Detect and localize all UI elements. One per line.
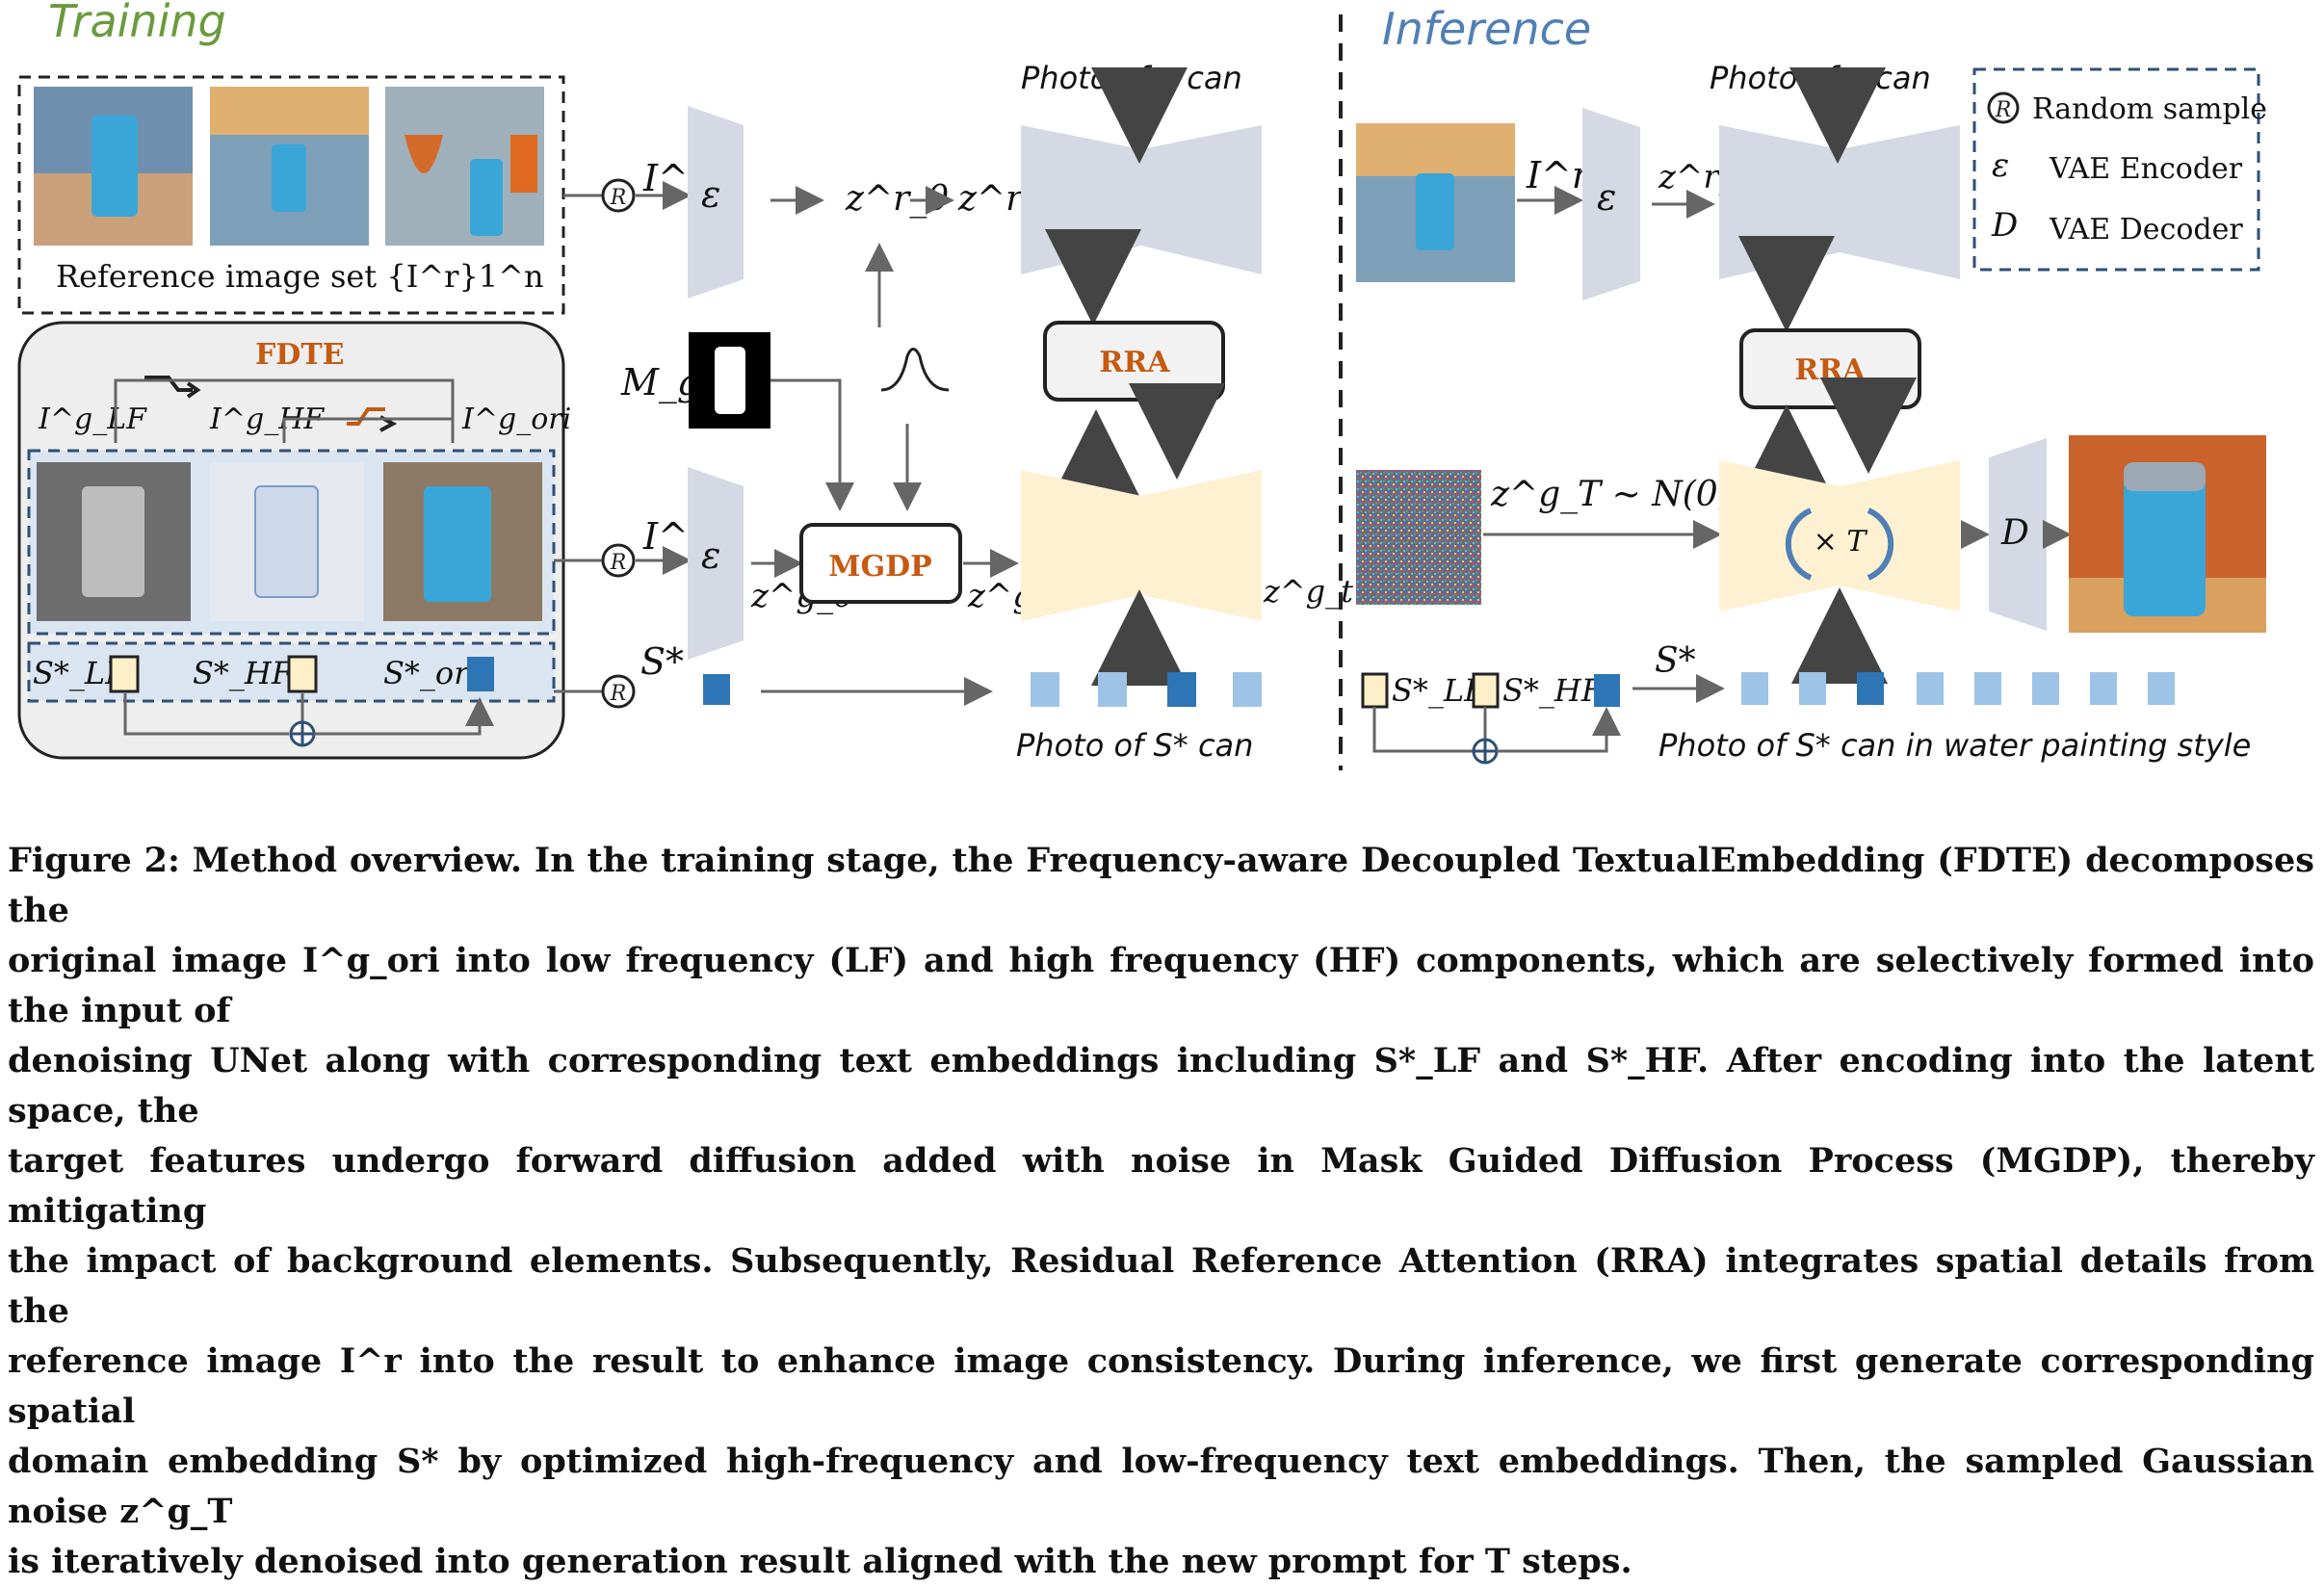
low-pass-filter-icon bbox=[144, 376, 201, 399]
i-ori-label: I^g_ori bbox=[461, 403, 571, 436]
training-photo-bottom: Photo of S* can bbox=[1016, 727, 1253, 764]
inference-vae-encoder bbox=[1582, 108, 1640, 300]
caption-line-6: reference image I^r into the result to e… bbox=[8, 1341, 2314, 1431]
encoder-symbol-gen: ε bbox=[701, 534, 720, 577]
mgdp-label: MGDP bbox=[828, 550, 931, 584]
svg-text:R: R bbox=[610, 186, 627, 210]
inference-reference-image bbox=[1356, 123, 1515, 282]
fdte-connector-top bbox=[114, 378, 455, 443]
high-frequency-image bbox=[210, 462, 364, 621]
s-lf-token bbox=[109, 655, 140, 693]
reference-image-set-label: Reference image set {I^r}1^n bbox=[56, 258, 544, 295]
training-token-1 bbox=[1031, 672, 1059, 707]
loop-icon bbox=[1785, 507, 1894, 581]
legend-decoder-icon: D bbox=[1991, 206, 2018, 245]
inference-s-lf-label: S*_LF bbox=[1392, 672, 1487, 709]
inference-photo-top: Photo of a can bbox=[1710, 60, 1931, 96]
caption-line-7: domain embedding S* by optimized high-fr… bbox=[8, 1442, 2314, 1531]
i-lf-label: I^g_LF bbox=[38, 403, 147, 436]
inference-token-1 bbox=[1741, 672, 1768, 705]
svg-text:R: R bbox=[610, 682, 627, 706]
inference-s-star-label: S* bbox=[1655, 641, 1696, 681]
inference-token-5 bbox=[1974, 672, 2001, 705]
caption-line-4: target features undergo forward diffusio… bbox=[8, 1141, 2314, 1231]
reference-image-1 bbox=[34, 87, 193, 246]
legend-random-label: Random sample bbox=[2032, 92, 2267, 126]
reference-image-2 bbox=[210, 87, 369, 246]
inference-title: Inference bbox=[1382, 3, 1591, 55]
gaussian-noise-image bbox=[1356, 470, 1481, 605]
inference-s-lf-token bbox=[1361, 672, 1389, 709]
encoder-symbol-ref: ε bbox=[701, 173, 720, 216]
gaussian-noise-icon bbox=[880, 348, 950, 392]
vae-encoder-ref bbox=[688, 106, 744, 299]
training-token-3 bbox=[1167, 672, 1196, 707]
legend-box bbox=[1972, 67, 2260, 272]
inference-token-3 bbox=[1857, 672, 1884, 705]
mgdp-box bbox=[799, 523, 962, 604]
caption-line-2: original image I^g_ori into low frequenc… bbox=[8, 941, 2314, 1030]
low-frequency-image bbox=[37, 462, 191, 621]
mask-label: M_g bbox=[620, 361, 700, 404]
training-title: Training bbox=[48, 0, 226, 47]
s-hf-label: S*_HF bbox=[193, 655, 295, 691]
training-photo-top: Photo of a can bbox=[1021, 60, 1242, 96]
random-sample-icon-gen: R bbox=[601, 543, 636, 578]
s-hf-token bbox=[287, 655, 318, 693]
legend-encoder-icon: ε bbox=[1992, 146, 2009, 185]
mask-image bbox=[689, 332, 770, 429]
caption-line-3: denoising UNet along with corresponding … bbox=[8, 1041, 2314, 1131]
inference-photo-bottom: Photo of S* can in water painting style bbox=[1658, 727, 2251, 764]
inference-ir-label: I^r bbox=[1526, 154, 1592, 196]
inference-encoder-symbol: ε bbox=[1597, 176, 1616, 219]
original-image bbox=[383, 462, 542, 621]
training-token-4 bbox=[1233, 672, 1262, 707]
vae-decoder bbox=[1989, 438, 2047, 631]
caption-line-1: Figure 2: Method overview. In the traini… bbox=[8, 841, 2314, 930]
training-token-2 bbox=[1098, 672, 1127, 707]
caption-line-5: the impact of background elements. Subse… bbox=[8, 1241, 2314, 1331]
inference-sum-icon bbox=[1472, 738, 1499, 765]
inference-rra-label: RRA bbox=[1794, 353, 1866, 387]
fdte-connector-mid bbox=[282, 417, 453, 443]
random-sample-icon-s: R bbox=[601, 674, 636, 709]
inference-s-hf-token bbox=[1472, 672, 1500, 709]
times-t-label: × T bbox=[1814, 525, 1868, 559]
reference-image-3 bbox=[385, 87, 544, 246]
svg-text:R: R bbox=[610, 551, 627, 575]
inference-unet-gen bbox=[1719, 460, 1960, 611]
training-unet-gen bbox=[1021, 470, 1262, 621]
inference-token-4 bbox=[1917, 672, 1944, 705]
legend-encoder-label: VAE Encoder bbox=[2049, 152, 2243, 186]
s-ori-label: S*_ori bbox=[383, 655, 479, 691]
fdte-label: FDTE bbox=[255, 338, 345, 372]
figure-caption: Figure 2: Method overview. In the traini… bbox=[8, 836, 2314, 1587]
inference-token-7 bbox=[2090, 672, 2117, 705]
random-sample-icon-ref: R bbox=[601, 178, 636, 213]
inference-token-2 bbox=[1799, 672, 1826, 705]
vae-encoder-gen bbox=[688, 467, 744, 660]
training-unet-ref bbox=[1021, 125, 1262, 274]
training-s-star-token bbox=[703, 674, 730, 705]
sum-icon bbox=[289, 720, 316, 747]
inference-s-star-token-src bbox=[1594, 674, 1620, 707]
training-rra-label: RRA bbox=[1099, 346, 1170, 379]
inference-token-6 bbox=[2032, 672, 2059, 705]
inference-s-hf-label: S*_HF bbox=[1502, 672, 1605, 709]
inference-unet-ref bbox=[1719, 125, 1960, 279]
generated-result-image bbox=[2069, 435, 2266, 633]
decoder-symbol: D bbox=[2000, 513, 2029, 553]
svg-text:R: R bbox=[1995, 98, 2012, 122]
legend-random-icon: R bbox=[1987, 91, 2020, 124]
training-s-star-label: S* bbox=[640, 640, 684, 683]
caption-line-8: is iteratively denoised into generation … bbox=[8, 1542, 1632, 1581]
method-overview-diagram: Training Inference Reference image set {… bbox=[17, 0, 2267, 770]
legend-decoder-label: VAE Decoder bbox=[2049, 213, 2243, 247]
s-ori-token bbox=[467, 657, 494, 691]
inference-token-8 bbox=[2148, 672, 2175, 705]
